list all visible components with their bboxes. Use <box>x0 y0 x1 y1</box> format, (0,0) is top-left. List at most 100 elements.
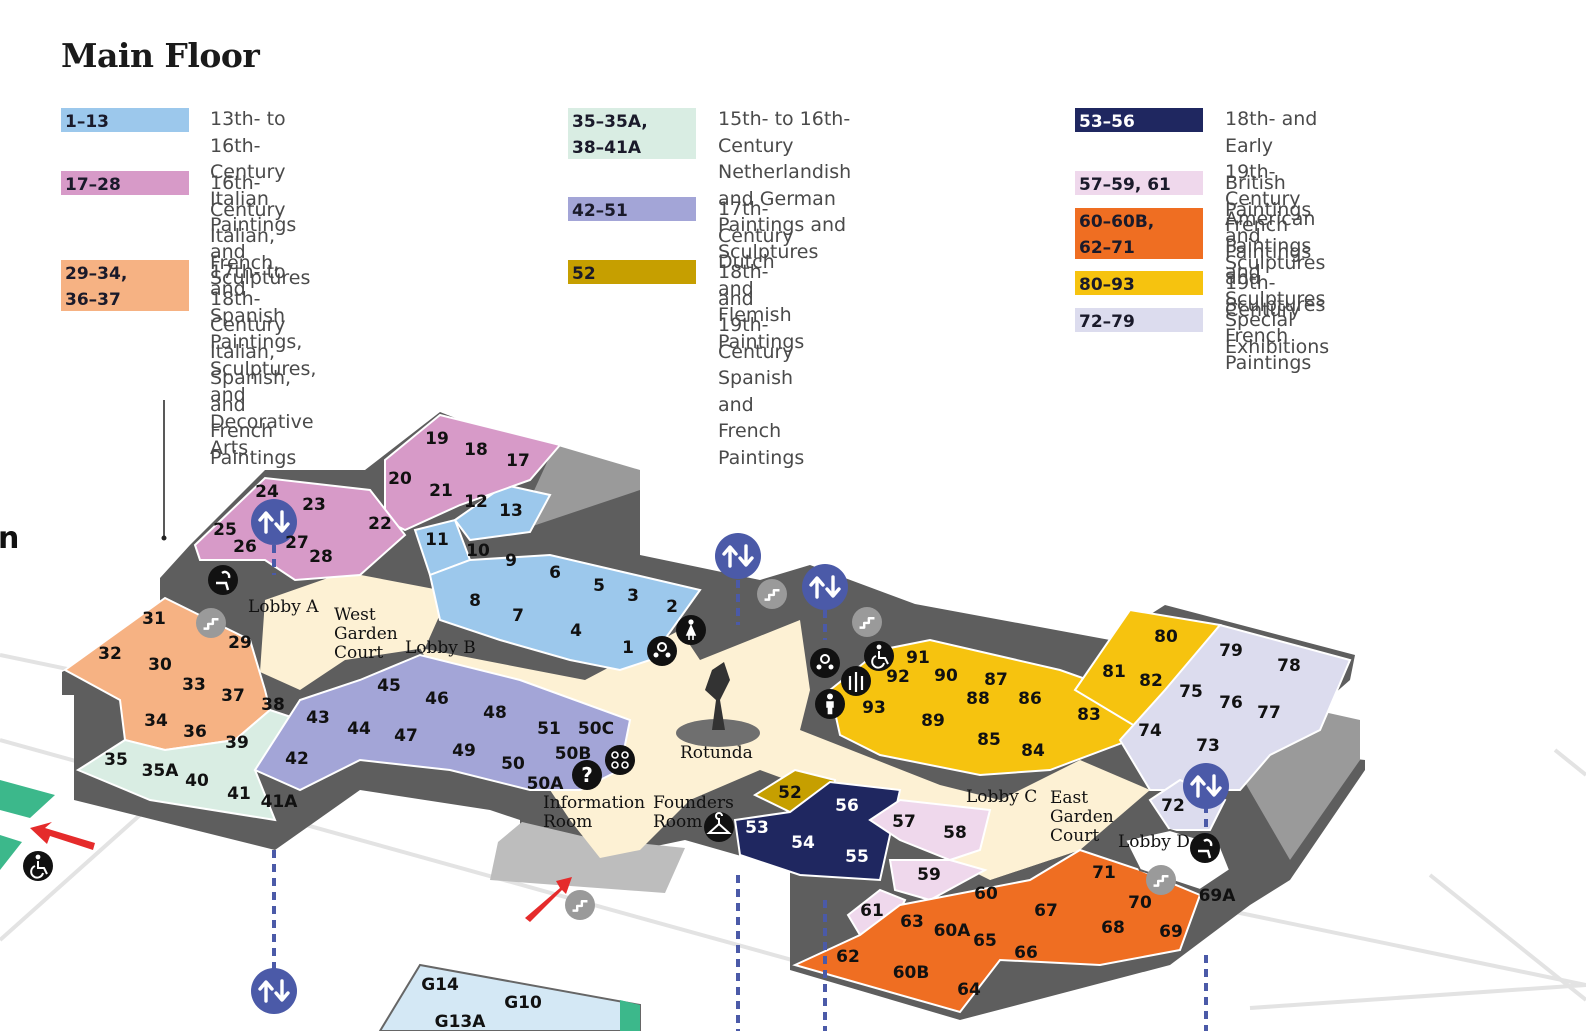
room-g10: G10 <box>504 993 542 1013</box>
room-61: 61 <box>860 901 884 921</box>
room-6: 6 <box>549 563 561 583</box>
rooms-french-18th <box>733 780 902 882</box>
room-68: 68 <box>1101 918 1125 938</box>
room-50c: 50C <box>578 719 614 739</box>
room-51: 51 <box>537 719 561 739</box>
entrance-arrow-icon <box>30 822 95 850</box>
room-82: 82 <box>1139 671 1163 691</box>
restroom-all-icon <box>841 666 871 696</box>
room-79: 79 <box>1219 641 1243 661</box>
legend-swatch: 57–59, 61 <box>1075 171 1203 195</box>
room-43: 43 <box>306 708 330 728</box>
room-31: 31 <box>142 609 166 629</box>
room-53: 53 <box>745 818 769 838</box>
service-area <box>515 445 640 532</box>
room-70: 70 <box>1128 893 1152 913</box>
room-90: 90 <box>934 666 958 686</box>
room-65: 65 <box>973 931 997 951</box>
stairs-icon[interactable] <box>1146 865 1176 895</box>
rotunda-label: Rotunda <box>680 743 753 763</box>
restroom-men-icon <box>815 689 845 719</box>
lobby-a-label: Lobby A <box>248 597 319 617</box>
lobby-c-label: Lobby C <box>966 787 1037 807</box>
room-56: 56 <box>835 796 859 816</box>
svg-text:?: ? <box>581 763 593 787</box>
legend-description: 15th- to 16th-Century Netherlandish and … <box>718 108 852 263</box>
room-32: 32 <box>98 644 122 664</box>
room-85: 85 <box>977 730 1001 750</box>
room-49: 49 <box>452 741 476 761</box>
stairs-icon[interactable] <box>196 608 226 638</box>
room-74: 74 <box>1138 721 1162 741</box>
rooms-italian <box>413 483 702 672</box>
room-18: 18 <box>464 440 488 460</box>
restroom-women-icon <box>676 615 706 645</box>
room-7: 7 <box>512 606 524 626</box>
room-52: 52 <box>778 783 802 803</box>
elevator-icon[interactable] <box>251 499 297 545</box>
room-17: 17 <box>506 451 530 471</box>
room-35a: 35A <box>142 761 180 781</box>
water-fountain-icon <box>1190 833 1220 863</box>
room-47: 47 <box>394 726 418 746</box>
legend-swatch: 72–79 <box>1075 308 1203 332</box>
room-34: 34 <box>144 711 168 731</box>
room-67: 67 <box>1034 901 1058 921</box>
elevator-shafts <box>272 545 1208 1031</box>
room-69a: 69A <box>1199 886 1237 906</box>
room-80: 80 <box>1154 627 1178 647</box>
room-46: 46 <box>425 689 449 709</box>
accessible-icon <box>864 641 894 671</box>
elevator-icon[interactable] <box>802 564 848 610</box>
elevator-icon[interactable] <box>1183 763 1229 809</box>
rotunda-statue <box>676 662 760 747</box>
room-27: 27 <box>285 533 309 553</box>
room-29: 29 <box>228 633 252 653</box>
room-84: 84 <box>1021 741 1045 761</box>
room-50b: 50B <box>555 744 592 764</box>
room-1: 1 <box>622 638 634 658</box>
room-88: 88 <box>966 689 990 709</box>
elevator-icon[interactable] <box>251 968 297 1014</box>
stairs-icon[interactable] <box>757 579 787 609</box>
legend-swatch: 29–34, 36–37 <box>61 260 189 311</box>
place-labels: Lobby A Lobby B Lobby C Lobby D Rotunda … <box>248 597 1190 852</box>
room-41a: 41A <box>261 792 299 812</box>
room-63: 63 <box>900 912 924 932</box>
ground-floor-garden <box>620 1000 640 1031</box>
room-37: 37 <box>221 686 245 706</box>
room-30: 30 <box>148 655 172 675</box>
room-24: 24 <box>255 482 279 502</box>
legend-swatch: 1–13 <box>61 108 189 132</box>
information-icon[interactable]: ? <box>572 760 602 790</box>
room-92: 92 <box>886 667 910 687</box>
room-22: 22 <box>368 514 392 534</box>
room-76: 76 <box>1219 693 1243 713</box>
room-45: 45 <box>377 676 401 696</box>
garden-area <box>0 780 55 818</box>
rooms-netherlandish <box>75 708 302 822</box>
entrance-arrow-icon <box>525 877 572 922</box>
legend-swatch: 53–56 <box>1075 108 1203 132</box>
legend-description: 16th-Century Italian, French, and Spanis… <box>210 172 317 459</box>
room-69: 69 <box>1159 922 1183 942</box>
room-93: 93 <box>862 698 886 718</box>
rooms-16th-century <box>193 413 562 582</box>
room-44: 44 <box>347 719 371 739</box>
room-87: 87 <box>984 670 1008 690</box>
room-60: 60 <box>974 884 998 904</box>
room-19: 19 <box>425 429 449 449</box>
stairs-icon[interactable] <box>852 607 882 637</box>
room-11: 11 <box>425 530 449 550</box>
stairs-icon[interactable] <box>565 890 595 920</box>
elevator-icon[interactable] <box>715 533 761 579</box>
room-4: 4 <box>570 621 582 641</box>
room-91: 91 <box>906 648 930 668</box>
room-62: 62 <box>836 947 860 967</box>
room-25: 25 <box>213 520 237 540</box>
leader-dot <box>161 535 167 541</box>
room-28: 28 <box>309 547 333 567</box>
